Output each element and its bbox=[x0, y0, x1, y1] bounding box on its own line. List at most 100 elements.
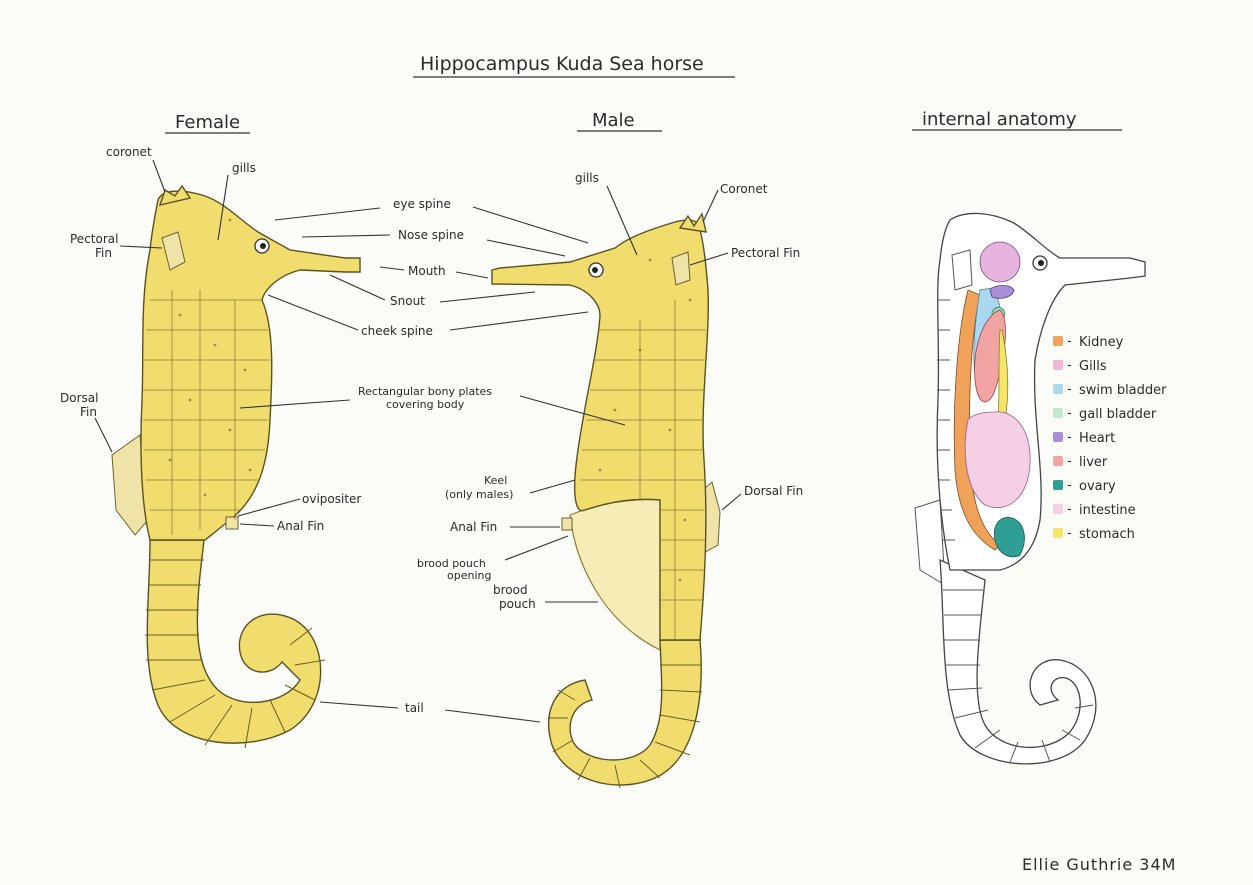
page-title: Hippocampus Kuda Sea horse bbox=[420, 53, 704, 75]
female-pupil bbox=[260, 243, 266, 249]
male-coronet-shape bbox=[678, 212, 707, 233]
internal-pupil bbox=[1038, 260, 1044, 266]
legend-swatch-stomach bbox=[1053, 528, 1063, 538]
legend-dash: - bbox=[1067, 382, 1072, 397]
leader-mouth-female bbox=[379, 266, 405, 271]
male-leader-dorsal bbox=[721, 493, 742, 511]
female-seahorse bbox=[111, 184, 361, 749]
internal-seahorse bbox=[914, 212, 1146, 765]
internal-dorsal-fin-shape bbox=[914, 499, 946, 586]
male-label-brood-pouch: brood pouch bbox=[493, 583, 536, 611]
legend-dash: - bbox=[1067, 430, 1072, 445]
legend-dash: - bbox=[1067, 358, 1072, 373]
female-label-dorsal-fin-line2: Fin bbox=[80, 405, 97, 419]
male-heading: Male bbox=[592, 110, 635, 131]
male-label-pectoral-fin: Pectoral Fin bbox=[731, 246, 800, 260]
female-speckles bbox=[168, 218, 252, 497]
legend-dash: - bbox=[1067, 406, 1072, 421]
legend-label-kidney: Kidney bbox=[1079, 335, 1124, 350]
legend-label-liver: liver bbox=[1079, 455, 1108, 470]
male-brood-pouch-shape bbox=[569, 499, 661, 651]
legend-label-gall-bladder: gall bladder bbox=[1079, 407, 1157, 422]
female-label-dorsal-fin: Dorsal Fin bbox=[60, 391, 102, 419]
label-mouth: Mouth bbox=[408, 264, 446, 278]
male-plates bbox=[580, 300, 706, 640]
male-tail bbox=[548, 639, 702, 786]
male-label-keel: Keel (only males) bbox=[445, 474, 513, 501]
label-cheek-spine: cheek spine bbox=[361, 324, 433, 338]
male-anal-fin-shape bbox=[561, 517, 573, 531]
leader-snout-female bbox=[329, 274, 386, 301]
legend-swatch-swim-bladder bbox=[1053, 384, 1063, 394]
legend-dash: - bbox=[1067, 334, 1072, 349]
female-label-pectoral-fin: Pectoral Fin bbox=[70, 232, 122, 260]
label-snout: Snout bbox=[390, 294, 425, 308]
label-bony-plates-line1: Rectangular bony plates bbox=[358, 385, 492, 398]
male-label-brood-pouch-opening-line2: opening bbox=[447, 569, 491, 582]
legend-label-heart: Heart bbox=[1079, 431, 1115, 446]
female-plates bbox=[143, 290, 270, 535]
male-label-brood-pouch-opening-line1: brood pouch bbox=[417, 557, 486, 570]
male-leader-gills bbox=[606, 185, 638, 256]
female-pectoral-fin-shape bbox=[161, 231, 186, 271]
male-label-anal-fin: Anal Fin bbox=[450, 520, 497, 534]
male-leader-keel bbox=[529, 479, 576, 494]
female-label-coronet: coronet bbox=[106, 145, 152, 159]
male-label-brood-pouch-line1: brood bbox=[493, 583, 528, 597]
leader-cheek-spine-male bbox=[449, 311, 589, 331]
male-label-brood-pouch-opening: brood pouch opening bbox=[417, 557, 491, 582]
female-coronet-shape bbox=[158, 184, 192, 206]
leader-mouth-male bbox=[455, 271, 489, 279]
leader-cheek-spine-female bbox=[267, 294, 359, 331]
female-leader-ovipositer bbox=[237, 498, 301, 517]
male-label-keel-line1: Keel bbox=[484, 474, 507, 487]
organ-gills bbox=[979, 241, 1021, 283]
male-body bbox=[491, 219, 709, 641]
organ-heart bbox=[989, 285, 1015, 299]
signature: Ellie Guthrie 34M bbox=[1022, 855, 1176, 874]
internal-heading: internal anatomy bbox=[922, 109, 1077, 130]
male-label-keel-line2: (only males) bbox=[445, 488, 513, 501]
organ-liver bbox=[974, 309, 1006, 403]
legend-dash: - bbox=[1067, 502, 1072, 517]
legend-swatch-gills bbox=[1053, 360, 1063, 370]
leader-snout-male bbox=[439, 291, 536, 303]
male-label-brood-pouch-line2: pouch bbox=[499, 597, 536, 611]
internal-plates bbox=[937, 299, 955, 541]
leader-nose-spine-female bbox=[301, 234, 391, 238]
male-seahorse bbox=[491, 212, 721, 789]
legend-label-stomach: stomach bbox=[1079, 527, 1135, 542]
legend-dash: - bbox=[1067, 526, 1072, 541]
male-speckles bbox=[598, 258, 692, 582]
legend-label-intestine: intestine bbox=[1079, 503, 1136, 518]
male-label-coronet: Coronet bbox=[720, 182, 768, 196]
male-leader-pectoral bbox=[689, 252, 729, 266]
label-bony-plates: Rectangular bony plates covering body bbox=[358, 385, 496, 411]
male-label-dorsal-fin: Dorsal Fin bbox=[744, 484, 803, 498]
female-leader-coronet bbox=[152, 159, 166, 193]
legend-label-ovary: ovary bbox=[1079, 479, 1116, 494]
female-tail-segments bbox=[145, 559, 326, 749]
legend-label-gills: Gills bbox=[1079, 359, 1107, 374]
female-label-gills: gills bbox=[232, 161, 256, 175]
legend-dash: - bbox=[1067, 454, 1072, 469]
leader-nose-spine-male bbox=[486, 239, 566, 257]
leader-eye-spine-female bbox=[274, 207, 381, 221]
male-tail-segments bbox=[548, 664, 703, 789]
female-label-anal-fin: Anal Fin bbox=[277, 519, 324, 533]
male-pupil bbox=[592, 267, 598, 273]
female-body bbox=[140, 190, 361, 541]
leader-plates-female bbox=[239, 399, 351, 409]
legend-label-swim-bladder: swim bladder bbox=[1079, 383, 1167, 398]
legend-swatch-gall-bladder bbox=[1053, 408, 1063, 418]
legend-swatch-kidney bbox=[1053, 336, 1063, 346]
legend-swatch-heart bbox=[1053, 432, 1063, 442]
organ-ovary bbox=[993, 517, 1025, 558]
label-eye-spine: eye spine bbox=[393, 197, 451, 211]
female-leader-anal bbox=[239, 523, 275, 527]
legend-swatch-ovary bbox=[1053, 480, 1063, 490]
female-label-ovipositer: ovipositer bbox=[302, 492, 361, 506]
female-leader-gills bbox=[217, 174, 229, 241]
male-leader-coronet bbox=[702, 189, 719, 223]
